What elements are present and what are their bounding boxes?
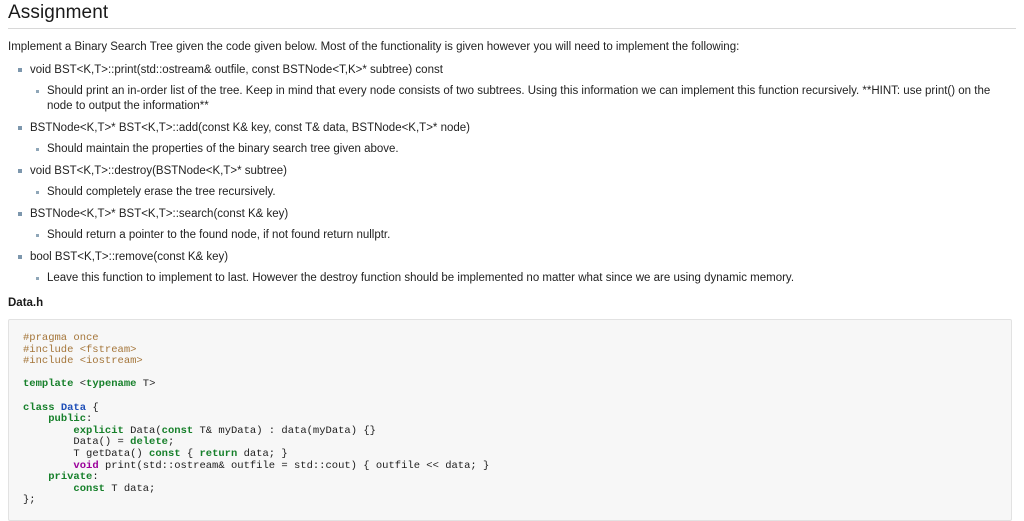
code-line: const T data;: [73, 482, 156, 495]
requirement-note-row: Should return a pointer to the found nod…: [8, 228, 1016, 243]
code-filename-label: Data.h: [8, 297, 44, 309]
code-line: #include <fstream>: [23, 343, 137, 356]
code-line: template <typename T>: [23, 378, 156, 391]
code-line: #include <iostream>: [23, 355, 143, 368]
code-listing: #pragma once #include <fstream> #include…: [23, 332, 997, 507]
requirement-signature: void BST<K,T>::destroy(BSTNode<K,T>* sub…: [30, 165, 287, 177]
requirement-note: Should maintain the properties of the bi…: [47, 143, 399, 155]
code-line: private:: [48, 471, 99, 484]
bullet-square-icon: [18, 169, 22, 173]
requirements-list: void BST<K,T>::print(std::ostream& outfi…: [8, 63, 1016, 286]
requirement-signature: bool BST<K,T>::remove(const K& key): [30, 251, 229, 263]
code-line: #pragma once: [23, 332, 99, 344]
requirement-item: BSTNode<K,T>* BST<K,T>::add(const K& key…: [8, 121, 1016, 157]
code-line-blank: [23, 368, 997, 380]
requirement-item: bool BST<K,T>::remove(const K& key) Leav…: [8, 250, 1016, 286]
requirement-note: Should print an in-order list of the tre…: [47, 85, 991, 112]
requirement-signature-row: bool BST<K,T>::remove(const K& key): [8, 250, 1016, 265]
bullet-square-icon: [18, 126, 22, 130]
code-block: #pragma once #include <fstream> #include…: [8, 319, 1012, 521]
bullet-square-icon: [36, 191, 39, 194]
page-title: Assignment: [8, 2, 109, 23]
code-line: public:: [48, 413, 93, 426]
requirement-note: Should completely erase the tree recursi…: [47, 186, 276, 198]
requirement-signature-row: BSTNode<K,T>* BST<K,T>::add(const K& key…: [8, 121, 1016, 136]
requirement-note-row: Should maintain the properties of the bi…: [8, 142, 1016, 157]
title-divider: [8, 28, 1016, 29]
bullet-square-icon: [36, 277, 39, 280]
code-line-blank: [23, 391, 997, 403]
requirement-item: BSTNode<K,T>* BST<K,T>::search(const K& …: [8, 207, 1016, 243]
requirement-item: void BST<K,T>::print(std::ostream& outfi…: [8, 63, 1016, 114]
requirement-signature: void BST<K,T>::print(std::ostream& outfi…: [30, 64, 443, 76]
code-line: explicit Data(const T& myData) : data(my…: [73, 424, 376, 437]
requirement-item: void BST<K,T>::destroy(BSTNode<K,T>* sub…: [8, 164, 1016, 200]
requirement-signature-row: void BST<K,T>::destroy(BSTNode<K,T>* sub…: [8, 164, 1016, 179]
requirement-note-row: Should completely erase the tree recursi…: [8, 185, 1016, 200]
code-line: void print(std::ostream& outfile = std::…: [73, 459, 490, 472]
bullet-square-icon: [36, 148, 39, 151]
requirement-signature: BSTNode<K,T>* BST<K,T>::search(const K& …: [30, 208, 289, 220]
bullet-square-icon: [36, 90, 39, 93]
bullet-square-icon: [18, 255, 22, 259]
requirement-note: Should return a pointer to the found nod…: [47, 229, 391, 241]
code-line: T getData() const { return data; }: [73, 447, 288, 460]
requirement-signature: BSTNode<K,T>* BST<K,T>::add(const K& key…: [30, 122, 470, 134]
bullet-square-icon: [36, 234, 39, 237]
requirement-note: Leave this function to implement to last…: [47, 272, 795, 284]
bullet-square-icon: [18, 68, 22, 72]
requirement-signature-row: void BST<K,T>::print(std::ostream& outfi…: [8, 63, 1016, 78]
requirement-note-row: Leave this function to implement to last…: [8, 271, 1016, 286]
code-line: };: [23, 494, 36, 507]
intro-paragraph: Implement a Binary Search Tree given the…: [8, 41, 740, 53]
code-line: Data() = delete;: [73, 436, 175, 449]
requirement-signature-row: BSTNode<K,T>* BST<K,T>::search(const K& …: [8, 207, 1016, 222]
bullet-square-icon: [18, 212, 22, 216]
requirement-note-row: Should print an in-order list of the tre…: [8, 84, 1016, 114]
code-line: class Data {: [23, 401, 99, 414]
